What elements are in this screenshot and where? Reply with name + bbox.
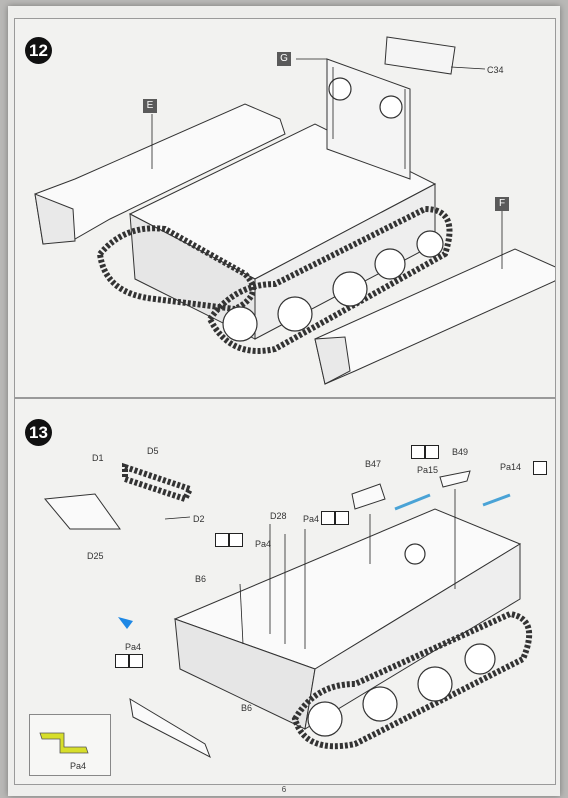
label-b49: B49 [452,447,469,457]
label-b47: B47 [365,459,382,469]
label-pa14: Pa14 [500,462,522,472]
cement-icon [335,511,349,525]
cement-icon [229,533,243,547]
cement-icon [533,461,547,475]
label-b6-bottom: B6 [241,703,253,713]
label-c34: C34 [487,65,504,75]
label-pa4-top: Pa4 [303,514,320,524]
step-number: 12 [25,37,52,64]
label-pa4-mid: Pa4 [255,539,272,549]
step-13-panel: 13 [14,398,556,785]
instruction-page: 12 [8,6,560,796]
label-d2: D2 [193,514,205,524]
label-pa4-left: Pa4 [125,642,142,652]
page-number: 6 [281,785,287,794]
inset-label: Pa4 [70,761,87,771]
clip-icon [411,445,425,459]
inset-pa4-detail: Pa4 [29,714,111,776]
clip-icon [321,511,335,525]
pa4-part-icon [39,732,89,754]
label-d1: D1 [92,453,104,463]
callout-f: F [495,197,509,211]
step-13-drawing [44,462,533,759]
step-12-drawing [34,36,555,385]
clip-icon [115,654,129,668]
step-12-panel: 12 [14,18,556,398]
callout-g: G [277,52,291,66]
cement-icon [129,654,143,668]
label-d28: D28 [270,511,287,521]
callout-e: E [143,99,157,113]
label-d5: D5 [147,446,159,456]
clip-icon [215,533,229,547]
label-b6-left: B6 [195,574,207,584]
step-number: 13 [25,419,52,446]
cement-icon [425,445,439,459]
label-d25: D25 [87,551,104,561]
label-pa15: Pa15 [417,465,439,475]
